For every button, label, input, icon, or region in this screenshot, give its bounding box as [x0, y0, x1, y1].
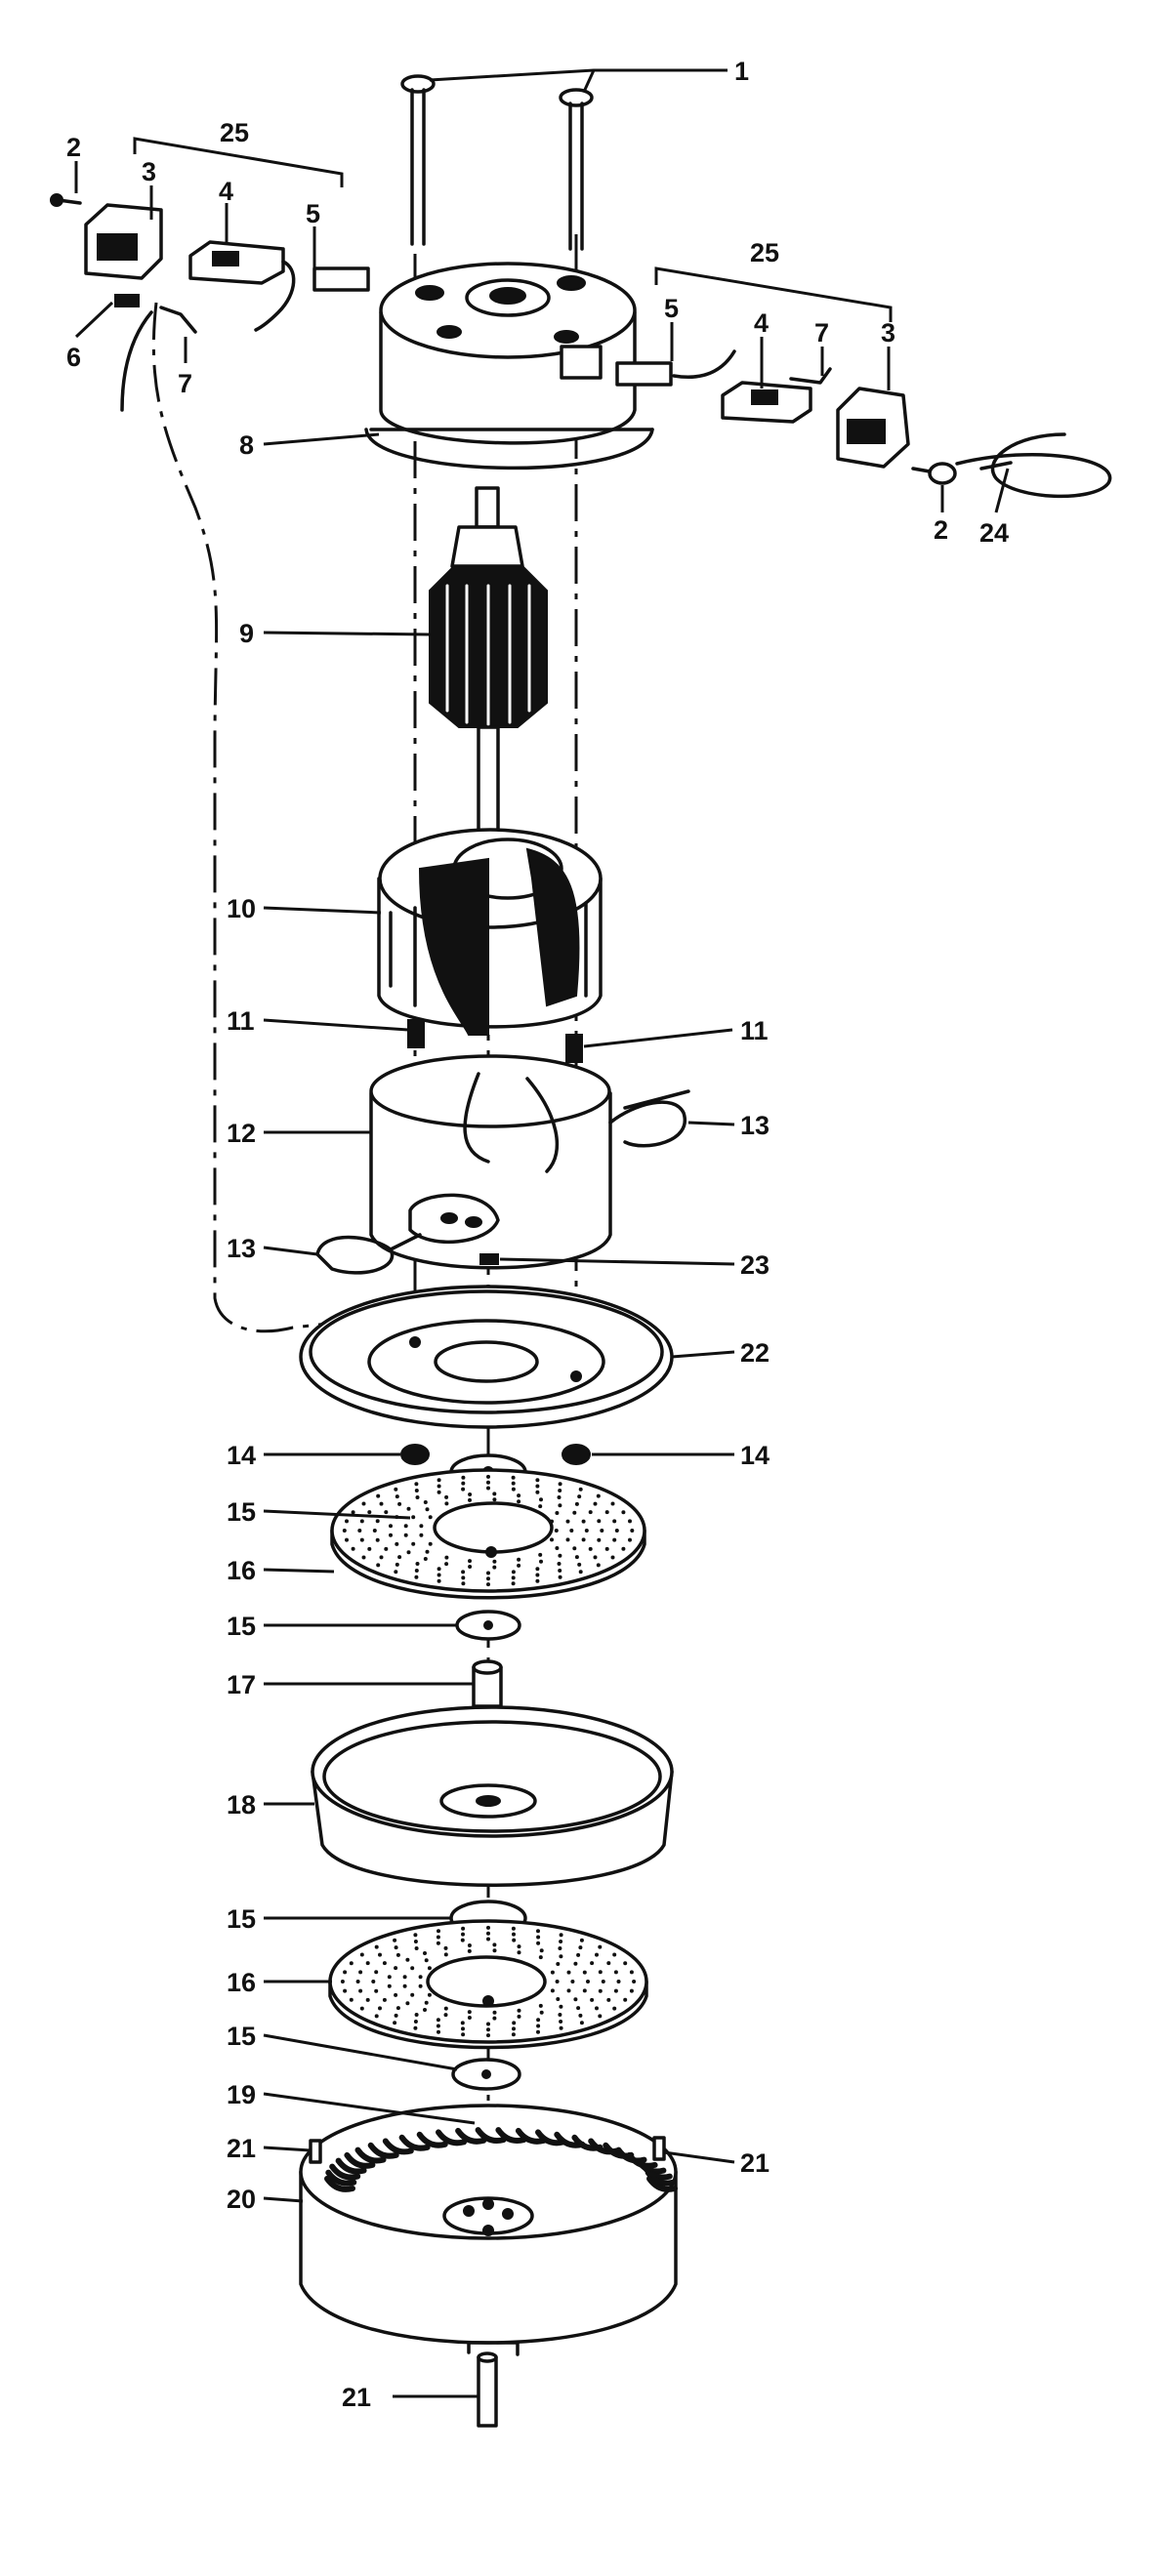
brush-assembly-left [50, 193, 370, 412]
nut-left [400, 1444, 430, 1465]
spring-left [407, 1019, 425, 1048]
callout-13-left: 13 [227, 1234, 256, 1263]
through-bolt-right [559, 88, 594, 251]
motor-can [369, 1054, 612, 1270]
callout-20: 20 [227, 2185, 256, 2214]
callout-24: 24 [979, 518, 1009, 548]
callout-5-right: 5 [664, 294, 679, 323]
callout-5-left: 5 [306, 199, 320, 228]
base-plate [299, 1285, 674, 1429]
pin-right [652, 2136, 666, 2161]
callout-3-left: 3 [142, 157, 156, 186]
callout-14-left: 14 [227, 1441, 256, 1470]
callout-21-left: 21 [227, 2134, 256, 2163]
through-bolt-left [400, 74, 436, 246]
callout-25-left: 25 [220, 118, 249, 147]
callout-4-left: 4 [219, 177, 233, 206]
callout-8: 8 [239, 430, 254, 460]
bracket-25-right [654, 266, 893, 322]
callout-15-c: 15 [227, 1904, 256, 1934]
callout-22: 22 [740, 1338, 770, 1368]
motor-end-housing [364, 262, 654, 470]
callout-11-left: 11 [227, 1006, 255, 1036]
washer-2 [455, 1610, 521, 1641]
callout-2-left: 2 [66, 133, 81, 162]
callout-15-a: 15 [227, 1497, 256, 1527]
callout-14-right: 14 [740, 1441, 770, 1470]
pin-left [309, 2139, 322, 2164]
impeller-pan [311, 1705, 674, 1887]
callout-4-right: 4 [754, 308, 769, 338]
armature [429, 486, 548, 837]
callout-7-left: 7 [178, 369, 192, 398]
field-stator [377, 828, 603, 1036]
callout-23: 23 [740, 1250, 770, 1280]
callout-25-right: 25 [750, 238, 779, 267]
leader-lines [74, 68, 1010, 2398]
bracket-25-left [133, 137, 344, 187]
lead-wire-left [315, 1233, 422, 1275]
callout-19: 19 [227, 2080, 256, 2109]
callout-17: 17 [227, 1670, 256, 1699]
callout-16-b: 16 [227, 1968, 256, 1997]
brush-assembly-right [615, 349, 1112, 499]
lead-wire-right [608, 1089, 690, 1148]
diffuser-disc-lower [328, 1919, 648, 2050]
callout-10: 10 [227, 894, 256, 923]
diffuser-disc-upper [330, 1468, 646, 1600]
callout-13-right: 13 [740, 1111, 770, 1140]
small-spacer [479, 1253, 499, 1265]
callout-3-right: 3 [881, 318, 895, 348]
callout-6: 6 [66, 343, 81, 372]
spring-right [565, 1034, 583, 1063]
callout-7-right: 7 [814, 318, 829, 348]
spacer-sleeve [472, 1659, 503, 1708]
callout-15-b: 15 [227, 1612, 256, 1641]
callout-15-d: 15 [227, 2022, 256, 2051]
washer-4 [451, 2058, 521, 2091]
callout-12: 12 [227, 1119, 256, 1148]
callout-16-a: 16 [227, 1556, 256, 1585]
callout-21-right: 21 [740, 2148, 770, 2178]
callout-9: 9 [239, 619, 254, 648]
callout-18: 18 [227, 1790, 256, 1820]
fan-housing [299, 2104, 678, 2356]
pin-bottom [477, 2351, 498, 2428]
callout-1: 1 [734, 57, 749, 86]
callout-21-bottom: 21 [342, 2383, 371, 2412]
callout-labels: 1 2 25 3 4 5 6 7 8 25 5 4 7 3 2 24 9 10 … [66, 57, 1009, 2412]
nut-right [562, 1444, 591, 1465]
callout-11-right: 11 [740, 1016, 769, 1045]
callout-2-right: 2 [934, 515, 948, 545]
